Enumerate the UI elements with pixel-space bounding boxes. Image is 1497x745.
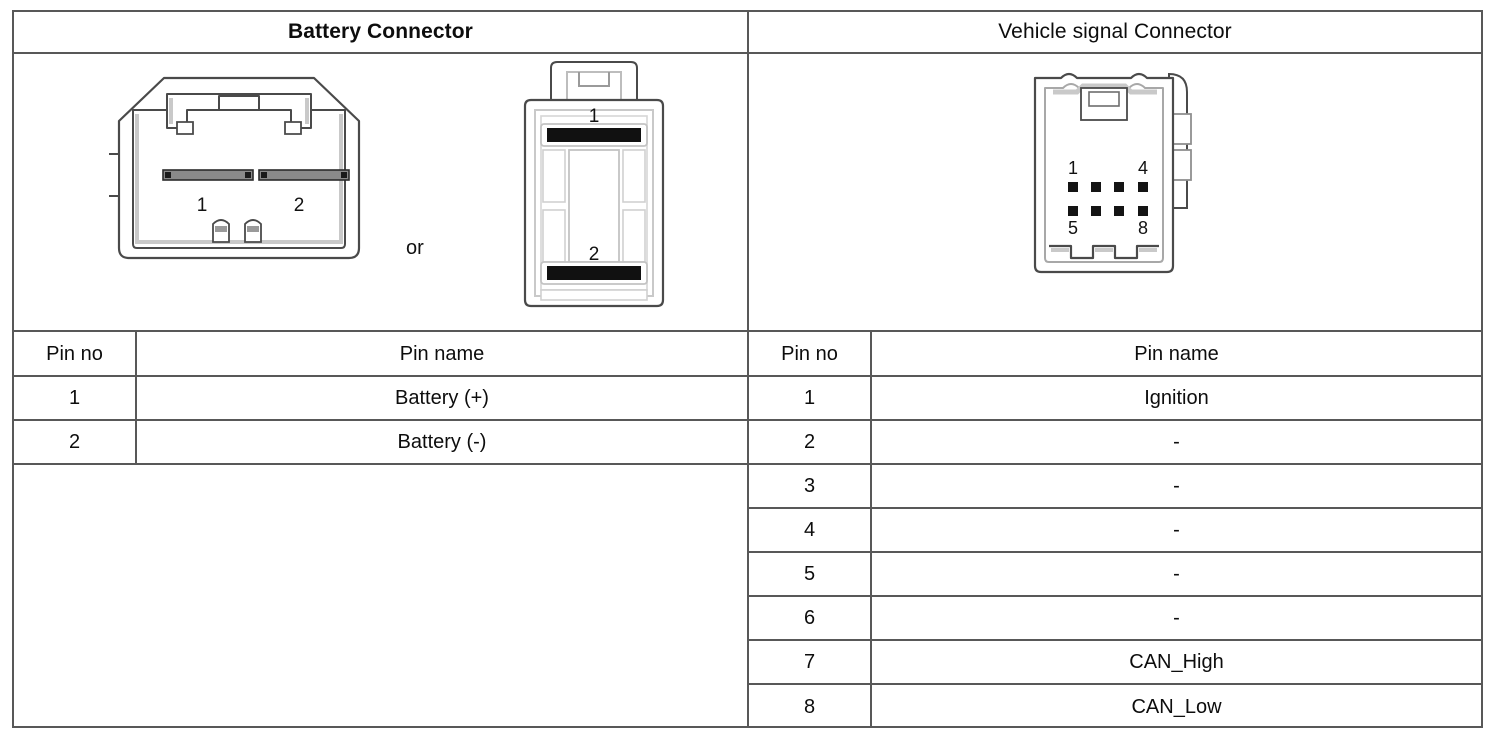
cell-pin-name: CAN_Low: [1131, 695, 1222, 718]
cell-pin-name: Battery (-): [136, 420, 747, 465]
table-header-row: Pin no Pin name: [14, 332, 747, 377]
battery-pin-table-cell: Pin no Pin name 1 Battery (+) 2 Battery …: [14, 332, 749, 728]
svg-text:4: 4: [1138, 158, 1148, 178]
table-row: 1 Battery (+): [14, 376, 747, 421]
table-row: 2 Battery (-): [14, 420, 747, 465]
cell-pin-name: Ignition: [871, 376, 1481, 421]
column-header-pin-no: Pin no: [749, 332, 872, 377]
cell-pin-no: 5: [749, 552, 872, 597]
cell-pin-name: CAN_High: [871, 640, 1481, 685]
battery-connector-blade-housing-figure: 1 2: [106, 66, 369, 291]
table-row: 3 -: [749, 464, 1481, 509]
svg-text:2: 2: [589, 244, 600, 265]
battery-connector-blade-housing-icon: 1 2: [106, 76, 361, 260]
battery-connector-alternate-housing-figure: 1 2: [509, 54, 679, 319]
battery-pin-table: Pin no Pin name 1 Battery (+) 2 Battery …: [14, 332, 747, 465]
cell-pin-no: 7: [749, 640, 872, 685]
cell-pin-no: 2: [14, 420, 137, 465]
vehicle-signal-connector-figure: 1 4 5 8: [1019, 58, 1219, 303]
cell-pin-no: 4: [749, 508, 872, 553]
pin-tables-row: Pin no Pin name 1 Battery (+) 2 Battery …: [14, 332, 1481, 728]
table-row: 2 -: [749, 420, 1481, 465]
cell-pin-name: -: [871, 420, 1481, 465]
table-row: 6 -: [749, 596, 1481, 641]
svg-text:1: 1: [197, 195, 208, 216]
column-header-pin-no: Pin no: [14, 332, 137, 377]
vehicle-pin-table: Pin no Pin name 1 Ignition 2 -: [749, 332, 1481, 728]
svg-text:1: 1: [589, 106, 600, 127]
svg-text:8: 8: [1138, 218, 1148, 238]
battery-table-empty-area: [14, 464, 747, 728]
cell-pin-name: Battery (+): [136, 376, 747, 421]
cell-pin-no: 8: [749, 684, 872, 728]
cell-pin-name: -: [871, 464, 1481, 509]
cell-pin-name: -: [871, 508, 1481, 553]
cell-pin-no: 3: [749, 464, 872, 509]
vehicle-signal-connector-8pin-icon: 1 4 5 8: [1033, 72, 1192, 274]
svg-text:5: 5: [1068, 218, 1078, 238]
table-row: 5 -: [749, 552, 1481, 597]
vehicle-connector-figure-cell: 1 4 5 8: [749, 54, 1481, 330]
connector-table: Battery Connector Vehicle signal Connect…: [12, 10, 1483, 728]
svg-text:1: 1: [1068, 158, 1078, 178]
cell-pin-name: -: [871, 596, 1481, 641]
header-battery-connector: Battery Connector: [14, 12, 749, 52]
table-row: 4 -: [749, 508, 1481, 553]
table-row: 8 CAN_Low: [749, 684, 1481, 728]
svg-text:2: 2: [294, 195, 305, 216]
connector-figures-row: 1 2 or: [14, 54, 1481, 332]
table-header-row: Battery Connector Vehicle signal Connect…: [14, 12, 1481, 54]
cell-pin-no: 2: [749, 420, 872, 465]
cell-pin-no: 1: [14, 376, 137, 421]
table-header-row: Pin no Pin name: [749, 332, 1481, 377]
cell-pin-no: 1: [749, 376, 872, 421]
cell-pin-name: -: [871, 552, 1481, 597]
vehicle-pin-table-cell: Pin no Pin name 1 Ignition 2 -: [749, 332, 1481, 728]
column-header-pin-name: Pin name: [871, 332, 1481, 377]
table-row: 7 CAN_High: [749, 640, 1481, 685]
battery-connector-alternate-housing-icon: 1 2: [523, 61, 665, 308]
battery-connector-figures-cell: 1 2 or: [14, 54, 749, 330]
column-header-pin-name: Pin name: [136, 332, 747, 377]
table-row: 1 Ignition: [749, 376, 1481, 421]
header-vehicle-signal-connector: Vehicle signal Connector: [998, 20, 1232, 43]
or-separator-label: or: [406, 237, 424, 259]
cell-pin-no: 6: [749, 596, 872, 641]
